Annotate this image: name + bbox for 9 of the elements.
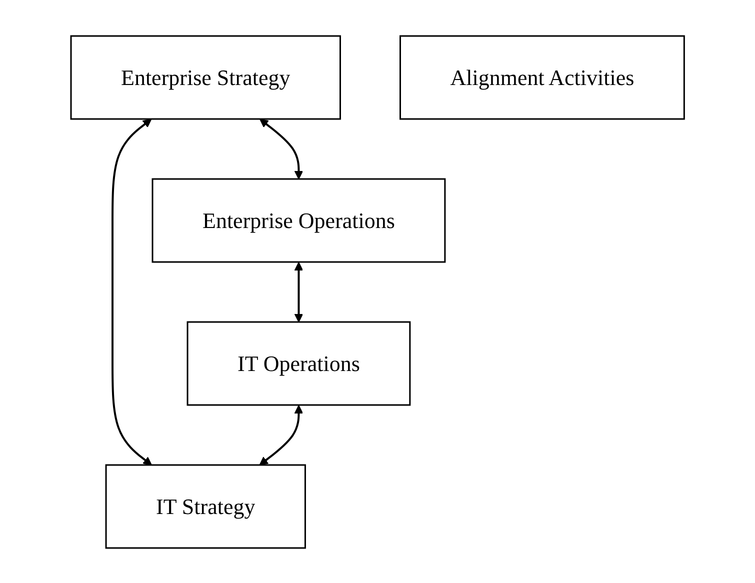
arrow	[111, 118, 152, 465]
arrow	[294, 262, 304, 322]
arrow	[259, 118, 304, 179]
node-box: IT Operations	[186, 320, 411, 406]
node-box: Enterprise Strategy	[70, 34, 341, 120]
node-box: Alignment Activities	[399, 34, 685, 120]
node-box: Enterprise Operations	[152, 178, 446, 262]
arrow	[259, 404, 304, 465]
node-box: IT Strategy	[105, 464, 306, 548]
